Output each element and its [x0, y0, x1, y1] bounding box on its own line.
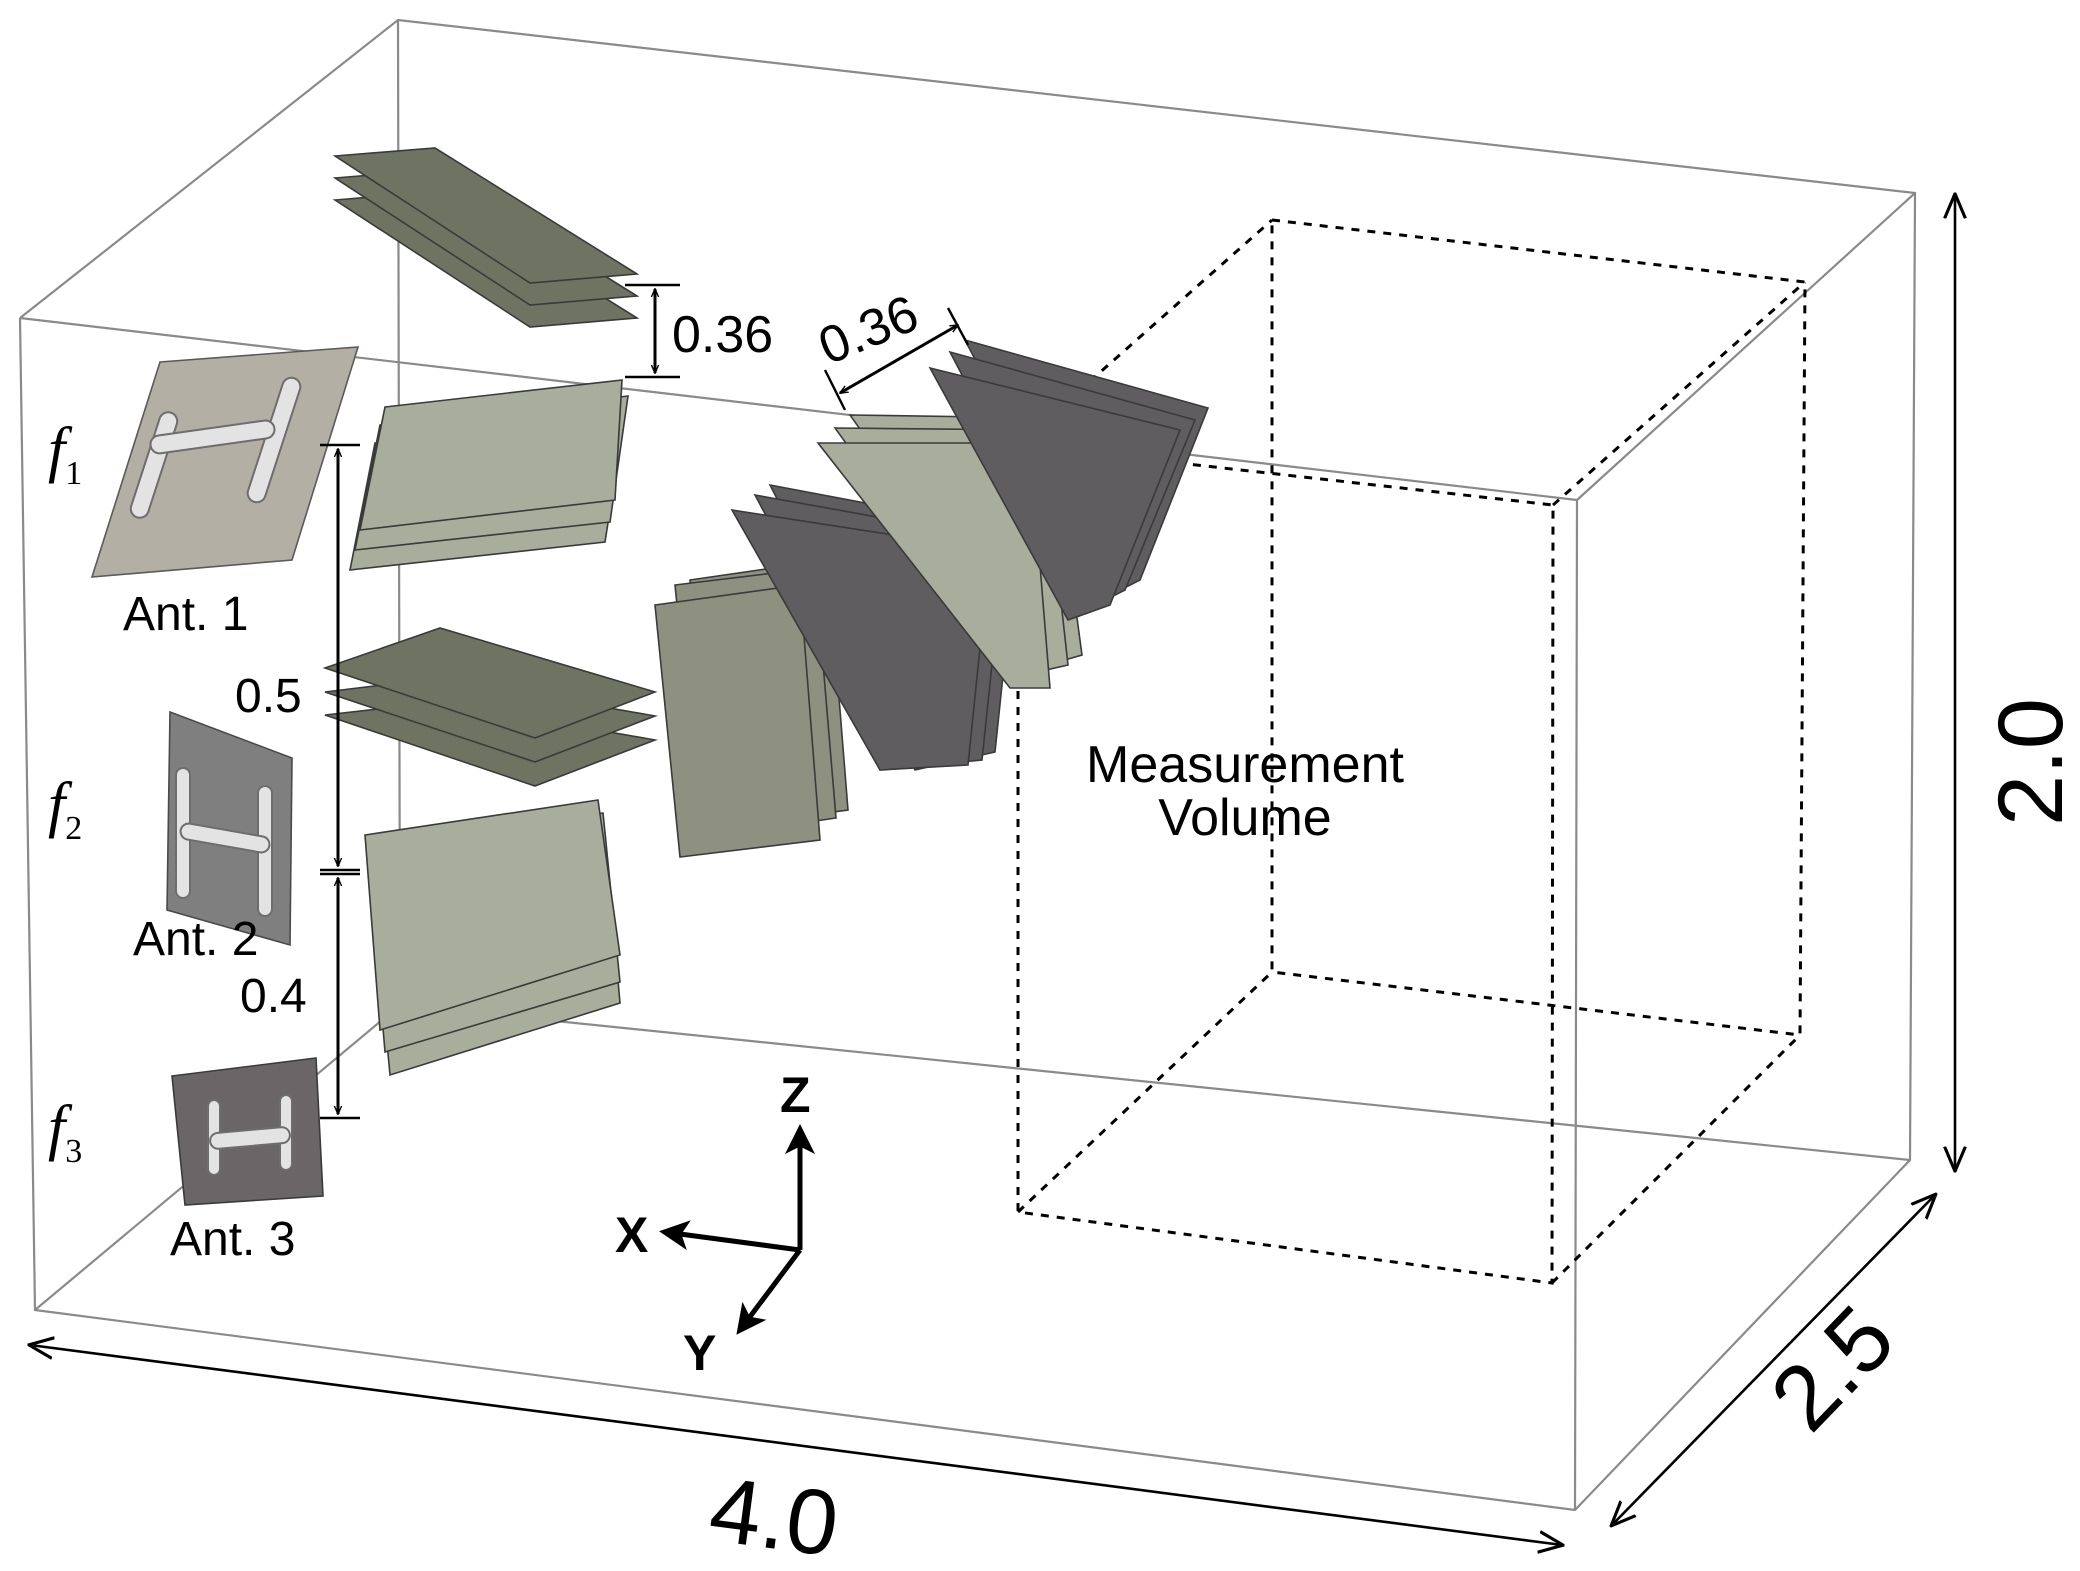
spacing-label-ant2-ant3: 0.4 [240, 970, 307, 1023]
freq-label-3: f3 [48, 1094, 82, 1170]
freq-label-1: f1 [48, 416, 82, 492]
room-depth-label: 2.5 [1752, 1287, 1914, 1450]
antenna-1 [90, 346, 360, 578]
antenna-label-3: Ant. 3 [170, 1213, 295, 1266]
measurement-volume-box [1016, 218, 1807, 1285]
antenna-label-1: Ant. 1 [123, 588, 248, 641]
plate-stack-top-horizontal [332, 147, 640, 328]
antenna-3 [171, 1057, 324, 1206]
room-length-label: 4.0 [704, 1458, 844, 1566]
freq-label-2: f2 [48, 771, 82, 847]
measurement-volume-label-line2: Volume [1158, 789, 1331, 847]
spacing-label-vertical-stack: 0.36 [672, 306, 773, 364]
antenna-1-plate [90, 346, 360, 578]
antenna-2-h-element [175, 767, 273, 917]
spacing-dim-ant1-ant2 [320, 443, 360, 872]
z-axis-label: Z [780, 1067, 811, 1123]
antenna-2 [166, 710, 293, 947]
spacing-dim-ant2-ant3 [320, 872, 360, 1120]
antenna-3-h-element [207, 1094, 293, 1176]
room-height-label: 2.0 [1980, 698, 2080, 826]
x-axis-label: X [615, 1207, 648, 1263]
plate-stack-ant1-front [349, 379, 629, 571]
plate-stack-oblique-back-dark [928, 338, 1210, 621]
spacing-label-oblique-stack: 0.36 [811, 284, 927, 376]
room-dim-depth [1612, 1195, 1935, 1525]
coordinate-axes [659, 1124, 815, 1335]
room-dim-length [30, 1345, 1562, 1545]
spacing-dim-oblique-stack [823, 307, 970, 411]
spacing-label-ant1-ant2: 0.5 [235, 670, 302, 723]
y-axis-arrow [736, 1248, 802, 1335]
plate-stack-ant2-front [364, 799, 621, 1077]
spacing-dim-vertical-stack [625, 283, 680, 379]
y-axis-label: Y [683, 1325, 716, 1381]
plate-stack-middle-horizontal [322, 627, 658, 787]
measurement-volume-label-line1: Measurement [1086, 736, 1404, 794]
antenna-1-h-element [129, 376, 302, 519]
antenna-label-2: Ant. 2 [133, 913, 258, 966]
x-axis-arrow [659, 1220, 801, 1253]
